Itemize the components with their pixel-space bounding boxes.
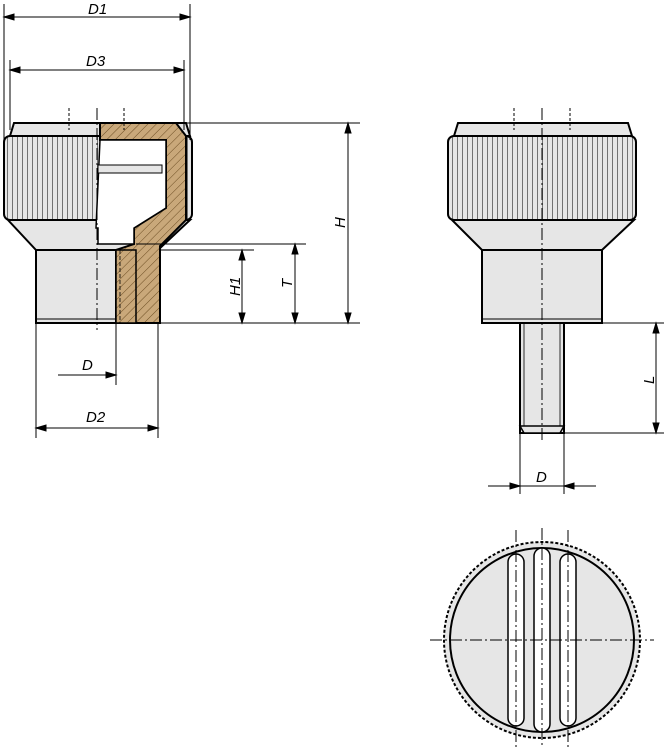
label-l: L [641, 376, 658, 384]
right-dimensions [488, 321, 664, 494]
label-t: T [279, 277, 296, 288]
label-d2: D2 [86, 409, 106, 426]
right-taper [449, 219, 637, 251]
label-h: H [332, 217, 349, 228]
left-section-view [3, 108, 193, 330]
left-dimensions [2, 4, 360, 438]
right-side-view [447, 108, 637, 440]
right-top-cap [452, 122, 634, 137]
left-thread-hole [115, 249, 137, 324]
label-d-right: D [536, 469, 547, 486]
label-d-left: D [82, 357, 93, 374]
label-d1: D1 [88, 1, 107, 18]
plan-view [430, 528, 654, 748]
label-h1: H1 [227, 277, 244, 296]
label-d3: D3 [86, 53, 106, 70]
